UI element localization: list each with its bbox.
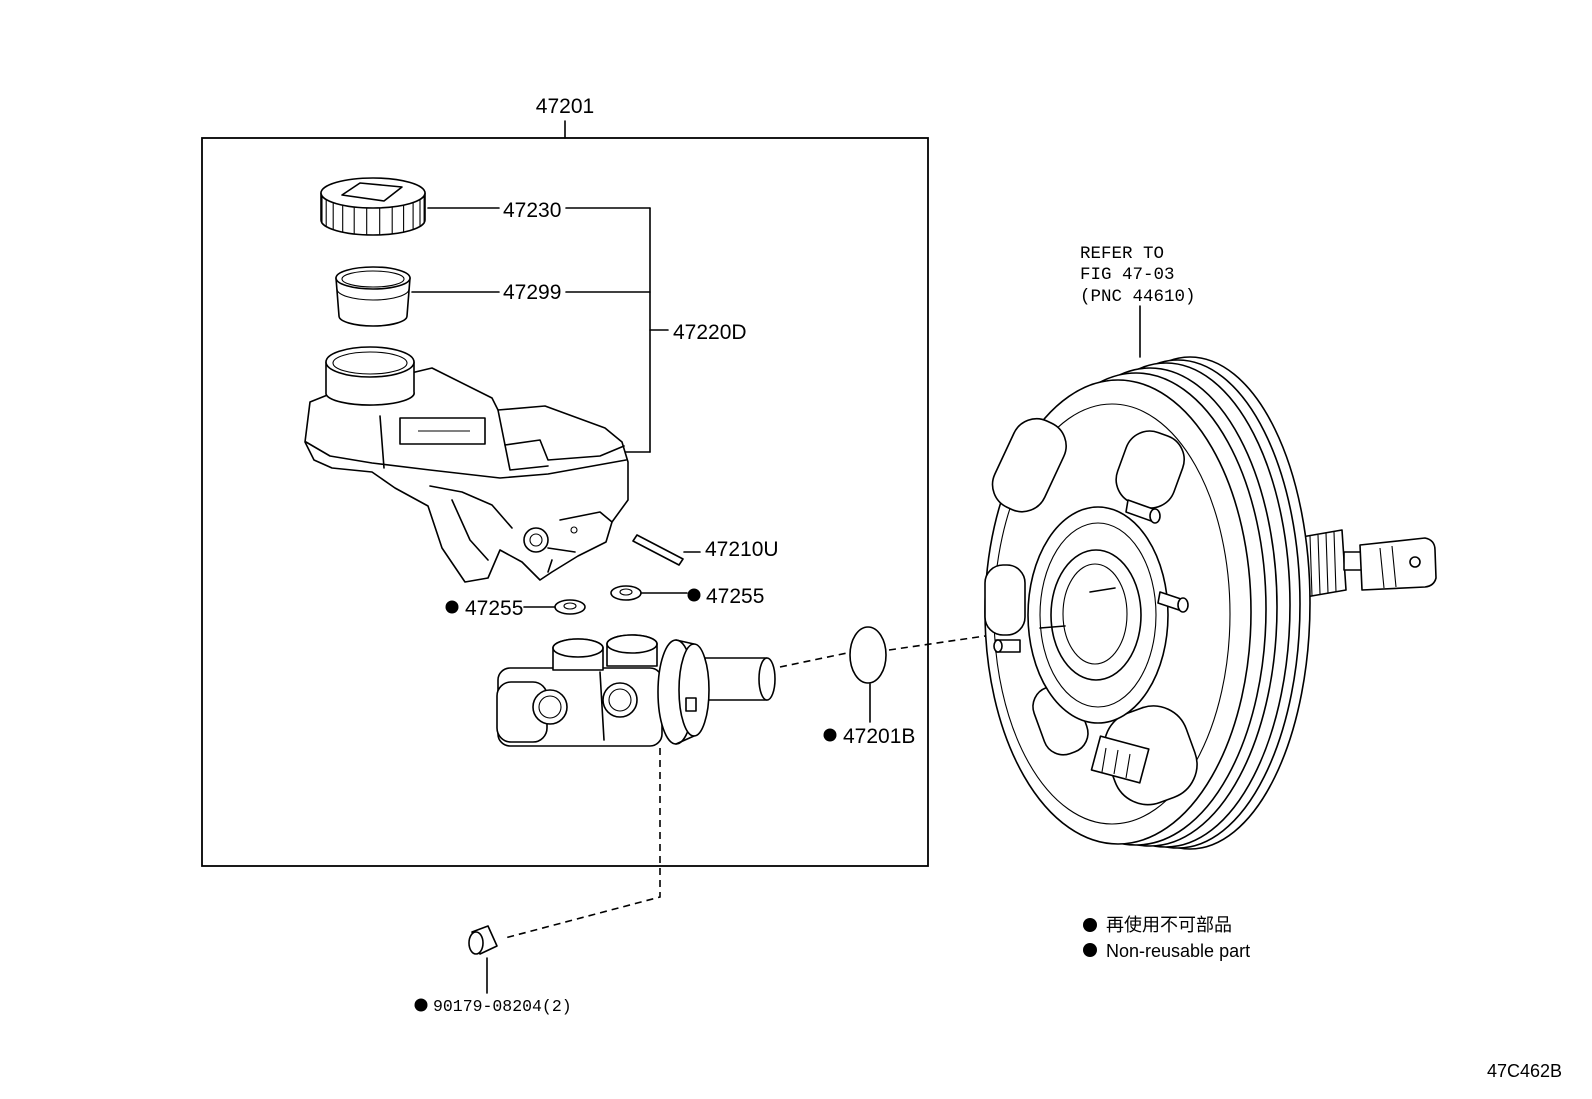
dashed-connector-booster: [888, 634, 993, 651]
booster-connector: [1090, 735, 1150, 784]
booster-studs: [993, 499, 1189, 653]
non-reusable-bullet: [687, 588, 701, 602]
strainer-part-number-label: 47299: [503, 281, 561, 304]
legend-label-ja: 再使用不可部品: [1106, 915, 1232, 935]
legend-bullet: [1083, 943, 1097, 957]
plug-quantity: (2): [542, 997, 572, 1016]
push-rod: [1295, 529, 1437, 599]
non-reusable-bullet: [445, 600, 459, 614]
dashed-connectors: [504, 634, 993, 939]
master-cylinder-body: [496, 634, 776, 747]
reservoir-tank: [304, 367, 629, 583]
non-reusable-bullet: [823, 728, 837, 742]
o-ring-part-number-label: 47201B: [843, 725, 915, 748]
reservoir-filler-neck: [325, 346, 415, 406]
pin: [632, 534, 684, 566]
reservoir-cap: [320, 177, 426, 236]
strainer-callout: 47299: [411, 281, 651, 304]
plug-part-number: 90179-08204: [433, 997, 542, 1016]
reference-line-3: (PNC 44610): [1080, 287, 1196, 307]
reservoir-set-callout: 47220D: [621, 207, 747, 453]
cap-top-recess: [341, 182, 403, 202]
grommet-right-part-number-label: 47255: [706, 585, 764, 608]
reservoir-set-part-number-label: 47220D: [673, 321, 747, 344]
legend-label-en: Non-reusable part: [1106, 941, 1250, 961]
dashed-connector-oring: [779, 652, 848, 668]
cap-knurling: [321, 195, 425, 235]
grommet-left: 47255: [445, 597, 586, 620]
o-ring: 47201B: [823, 626, 915, 748]
non-reusable-bullet: [414, 998, 428, 1012]
dashed-connector-plug: [504, 748, 661, 939]
plug: 90179-08204(2): [414, 925, 572, 1016]
legend-bullet: [1083, 918, 1097, 932]
reference-line-1: REFER TO: [1080, 244, 1164, 264]
cap-part-number-label: 47230: [503, 199, 561, 222]
brake-booster: [984, 356, 1437, 850]
assembly-part-number-label: 47201: [536, 95, 594, 118]
legend: 再使用不可部品 Non-reusable part: [1083, 915, 1250, 961]
pin-callout: 47210U: [683, 538, 779, 561]
reference-line-2: FIG 47-03: [1080, 265, 1175, 285]
reference-note: REFER TO FIG 47-03 (PNC 44610): [1080, 244, 1196, 358]
grommet-left-part-number-label: 47255: [465, 597, 523, 620]
assembly-group: 47201: [201, 95, 929, 867]
figure-id: 47C462B: [1487, 1061, 1562, 1081]
grommet-right: 47255: [610, 585, 764, 608]
reservoir-strainer: [335, 266, 411, 327]
plug-part-number-label: 90179-08204(2): [433, 997, 572, 1016]
cap-callout: 47230: [427, 199, 651, 222]
pin-part-number-label: 47210U: [705, 538, 779, 561]
